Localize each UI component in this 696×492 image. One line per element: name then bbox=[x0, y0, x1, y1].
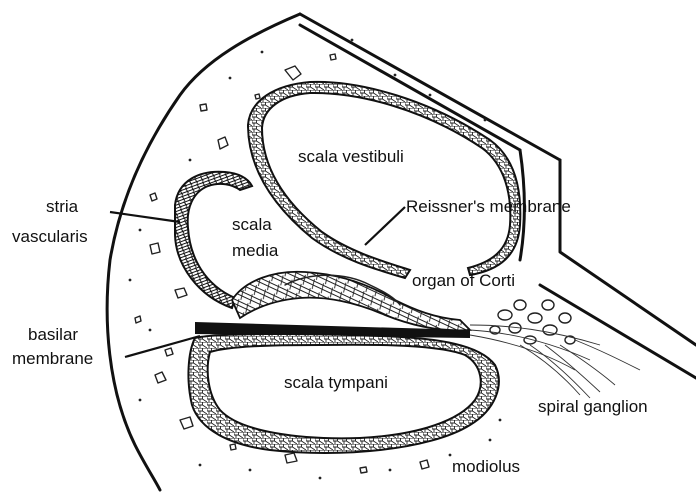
spiral-lamina-edge-upper bbox=[560, 160, 696, 345]
reissner-leader bbox=[365, 207, 405, 245]
label-scala-media-line2: media bbox=[232, 241, 279, 260]
label-basilar-line1: basilar bbox=[28, 325, 78, 344]
stria-vascularis-band bbox=[175, 172, 252, 308]
label-scala-tympani: scala tympani bbox=[284, 373, 388, 392]
label-stria-line1: stria bbox=[46, 197, 79, 216]
label-modiolus: modiolus bbox=[452, 457, 520, 476]
label-scala-media-line1: scala bbox=[232, 215, 272, 234]
spiral-ganglion-cells bbox=[490, 300, 575, 344]
label-stria-line2: vascularis bbox=[12, 227, 88, 246]
label-organ-of-corti: organ of Corti bbox=[412, 271, 515, 290]
label-reissners-membrane: Reissner's membrane bbox=[406, 197, 571, 216]
label-spiral-ganglion: spiral ganglion bbox=[538, 397, 648, 416]
label-scala-vestibuli: scala vestibuli bbox=[298, 147, 404, 166]
label-basilar-line2: membrane bbox=[12, 349, 93, 368]
scala-vestibuli-wall bbox=[248, 82, 520, 278]
scala-tympani-wall bbox=[188, 334, 498, 453]
basilar-leader bbox=[125, 336, 200, 357]
